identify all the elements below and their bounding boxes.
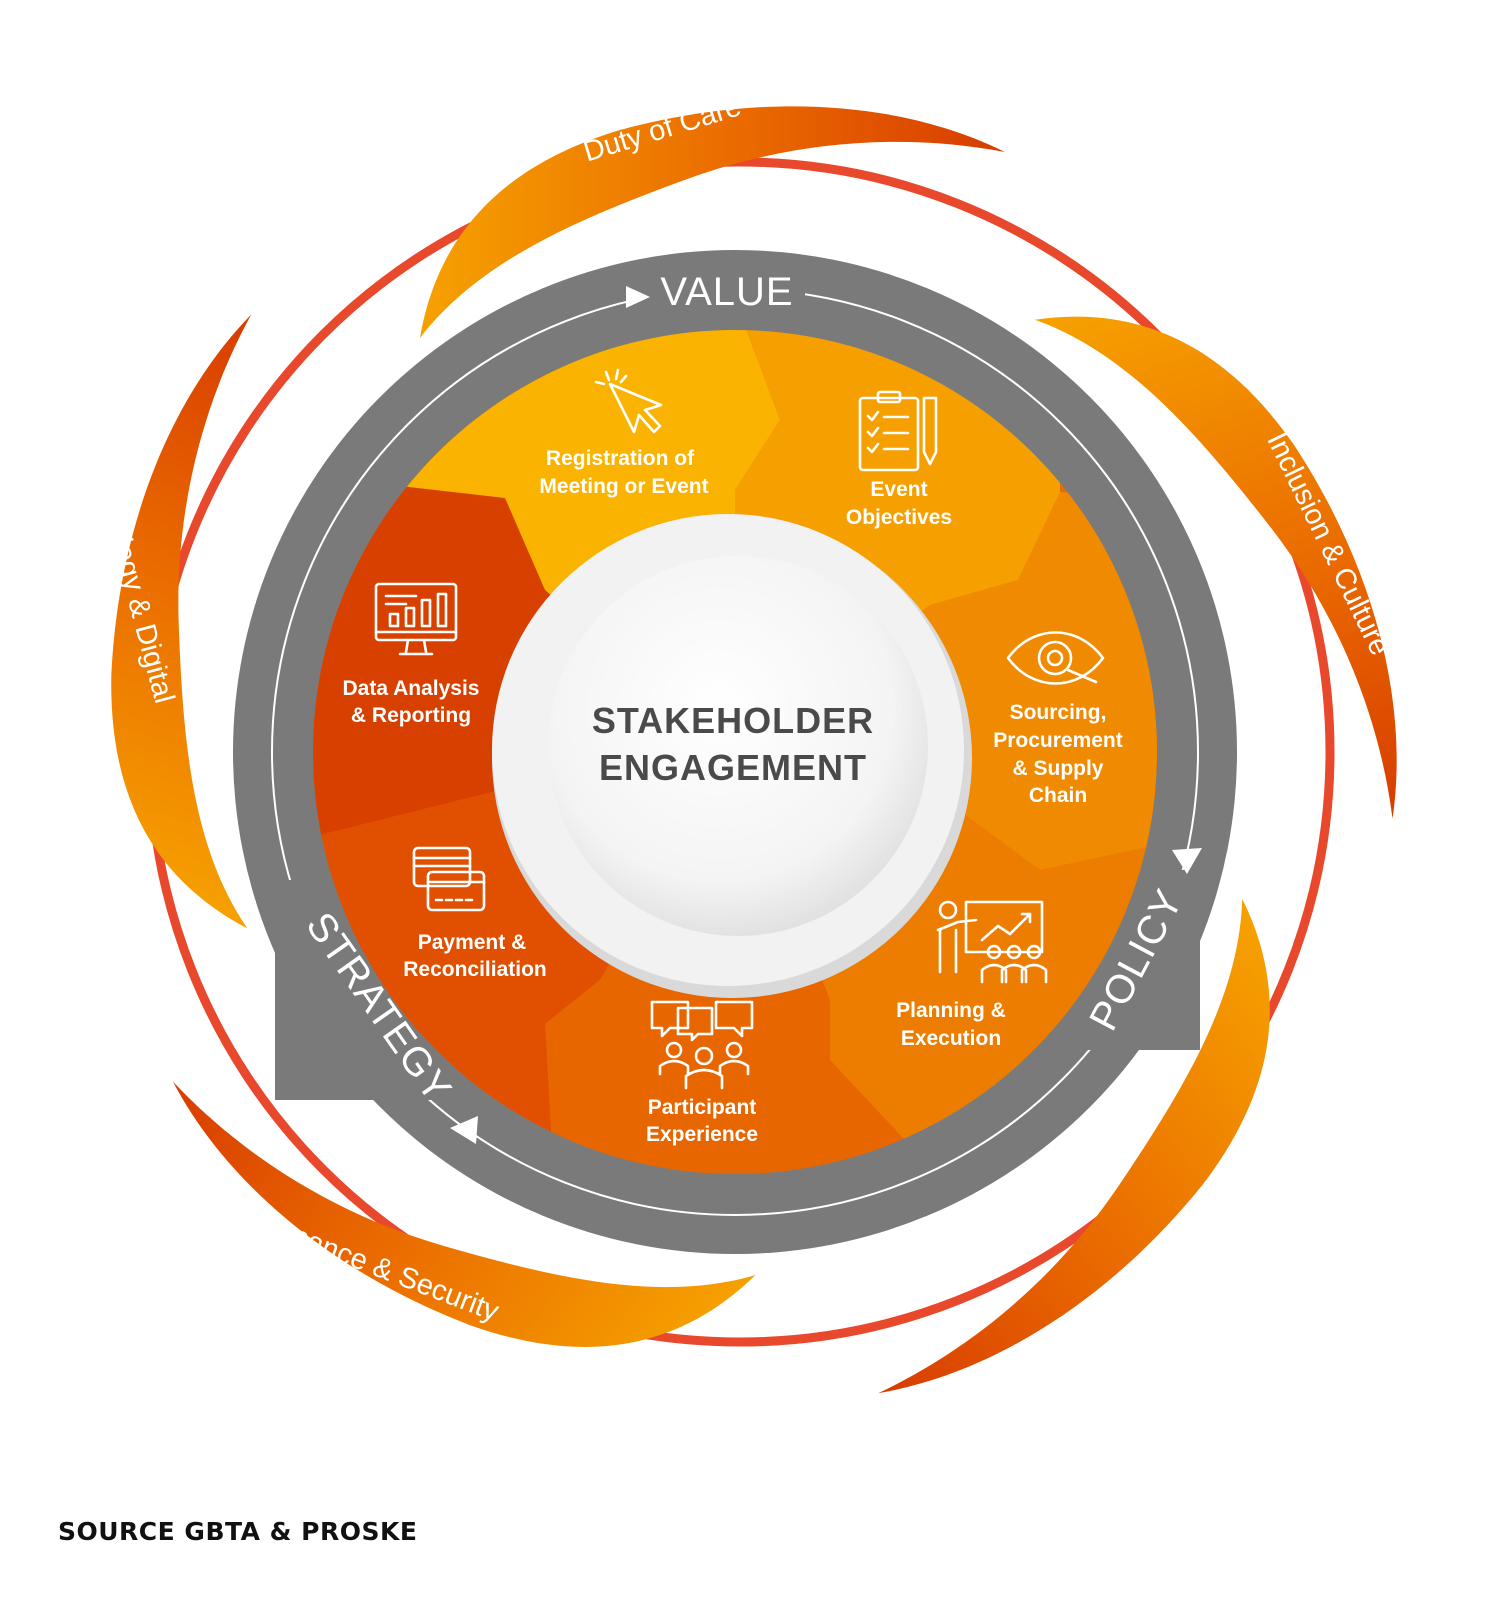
gap-value [640, 272, 805, 302]
segment-label-registration-1: Registration of [546, 447, 695, 470]
swoosh-inclusion-culture [1034, 316, 1397, 819]
center-title-line2: ENGAGEMENT [599, 747, 867, 788]
payment-cards-icon [412, 846, 486, 912]
segment-label-payment-1: Payment & [418, 931, 527, 954]
presentation-board-icon [936, 900, 1048, 984]
segment-label-payment-2: Reconciliation [403, 958, 547, 981]
outer-swooshes [111, 106, 1397, 1394]
arrow-policy-icon [1172, 848, 1202, 874]
segment-label-sourcing-2: Procurement [993, 729, 1123, 752]
source-note: SOURCE GBTA & PROSKE [58, 1517, 418, 1546]
segment-label-data-analysis-1: Data Analysis [343, 677, 480, 700]
swoosh-technology-digital [111, 314, 252, 929]
segment-label-sourcing-1: Sourcing, [1010, 701, 1107, 724]
monitor-chart-icon [374, 582, 458, 656]
arrow-value-icon [626, 286, 650, 308]
segment-label-planning-2: Execution [901, 1027, 1001, 1050]
swoosh-sustainability [878, 898, 1270, 1394]
center-title-line1: STAKEHOLDER [592, 700, 874, 741]
arrow-strategy-icon [450, 1116, 478, 1144]
group-chat-icon [650, 1000, 754, 1090]
theme-inclusion-culture: Inclusion & Culture [1260, 428, 1395, 661]
eye-magnifier-icon [1006, 631, 1105, 685]
segment-label-sourcing-4: Chain [1029, 784, 1087, 807]
segment-label-registration-2: Meeting or Event [539, 475, 708, 498]
cursor-click-icon [594, 368, 663, 434]
segment-label-objectives-1: Event [870, 478, 927, 501]
segment-label-sourcing-3: & Supply [1012, 757, 1103, 780]
swoosh-duty-of-care [420, 106, 1005, 338]
ring-label-value: VALUE [660, 270, 793, 314]
segment-label-participant-1: Participant [648, 1096, 757, 1119]
segment-label-participant-2: Experience [646, 1123, 758, 1146]
center-circle [548, 556, 928, 936]
segment-label-objectives-2: Objectives [846, 506, 952, 529]
segment-label-planning-1: Planning & [896, 999, 1006, 1022]
segment-label-data-analysis-2: & Reporting [351, 704, 471, 727]
clipboard-checklist-icon [858, 390, 938, 472]
swoosh-governance-security [172, 1081, 756, 1347]
